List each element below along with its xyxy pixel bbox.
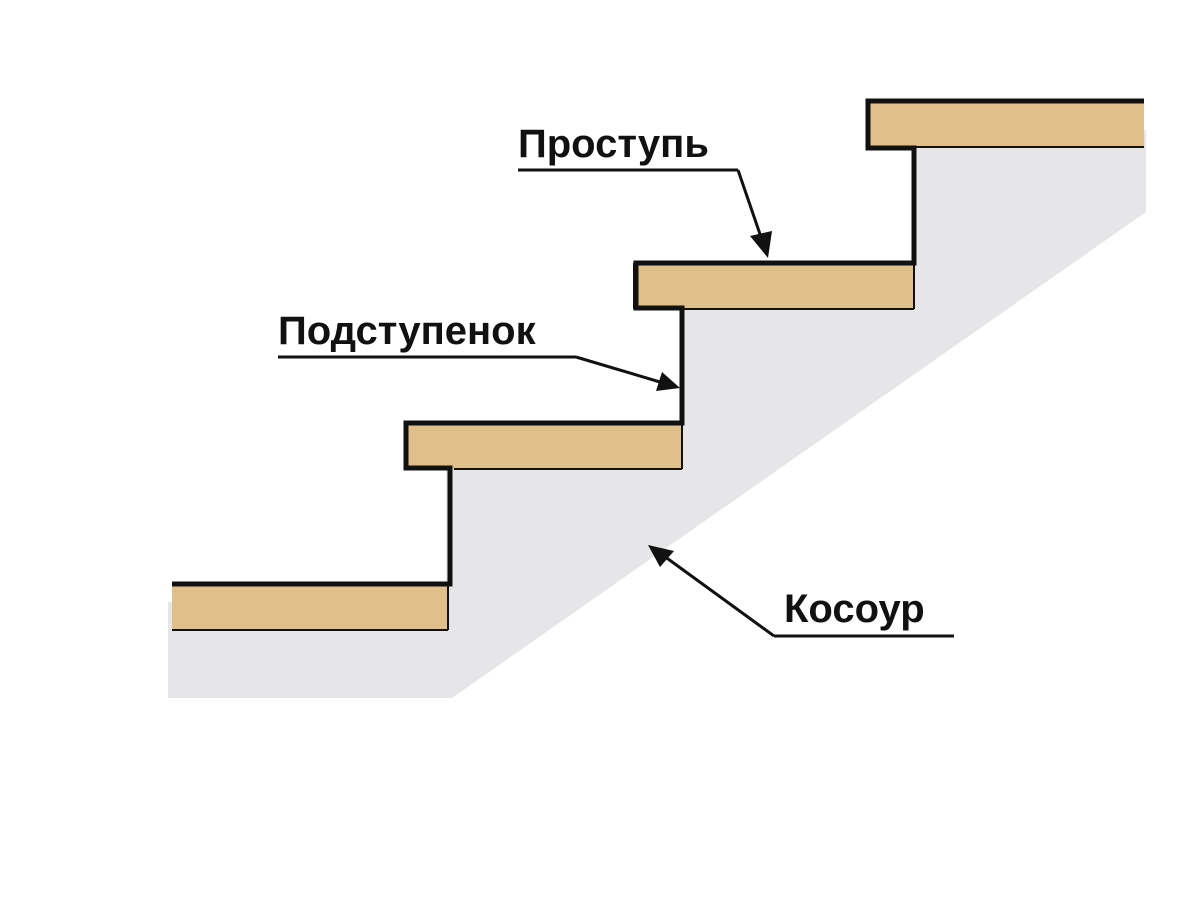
stringer-label: Косоур	[784, 587, 925, 631]
stringer-arrowhead	[648, 545, 674, 567]
tread-callout: Проступь	[518, 122, 772, 258]
riser-leader-line	[575, 355, 661, 384]
stringer-body	[168, 130, 1146, 698]
tread-board-3	[634, 263, 914, 309]
stringer-callout: Косоур	[648, 545, 954, 638]
tread-label: Проступь	[518, 122, 709, 166]
stringer-leader-line	[663, 554, 775, 638]
tread-board-2	[404, 423, 682, 469]
tread-board-1	[172, 584, 448, 630]
tread-arrowhead	[750, 231, 772, 258]
riser-label: Подступенок	[278, 309, 537, 353]
tread-leader-line	[736, 169, 764, 241]
riser-arrowhead	[656, 372, 680, 391]
riser-callout: Подступенок	[278, 309, 680, 391]
tread-board-4	[866, 101, 1144, 147]
board-outlines	[172, 146, 1144, 631]
stair-profile-line	[172, 98, 1144, 587]
